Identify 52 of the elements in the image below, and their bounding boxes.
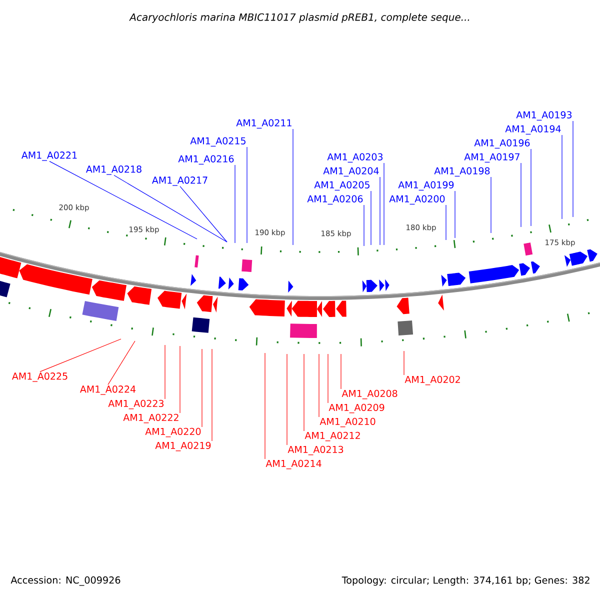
gene-label: AM1_A0193 — [516, 111, 572, 121]
gene-label: AM1_A0225 — [12, 372, 68, 382]
gene-label: AM1_A0222 — [123, 414, 178, 424]
leader-line — [530, 148, 532, 226]
gene-label: AM1_A0223 — [108, 400, 164, 410]
leader-line — [454, 190, 456, 238]
gene-label: AM1_A0219 — [155, 442, 211, 452]
gene-label: AM1_A0200 — [389, 195, 445, 205]
gene-label: AM1_A0216 — [178, 155, 234, 165]
gene-label: AM1_A0206 — [307, 195, 363, 205]
gene-label: AM1_A0212 — [304, 432, 360, 442]
leader-line — [286, 354, 288, 446]
leader-line — [264, 352, 266, 460]
leader-line — [164, 344, 166, 400]
leader-line — [114, 175, 228, 242]
gene-label: AM1_A0217 — [152, 176, 208, 186]
gene-label: AM1_A0199 — [398, 181, 454, 191]
leader-line — [572, 120, 574, 218]
gene-label: AM1_A0215 — [190, 137, 246, 147]
leader-line — [49, 161, 198, 240]
gene-label: AM1_A0194 — [505, 125, 561, 135]
leader-line — [292, 128, 294, 246]
leader-line — [40, 338, 122, 372]
leader-line — [370, 190, 372, 246]
gene-label: AM1_A0203 — [327, 153, 383, 163]
gene-label: AM1_A0209 — [328, 404, 384, 414]
gene-label: AM1_A0205 — [314, 181, 370, 191]
leader-line — [180, 186, 228, 242]
leader-line — [246, 146, 248, 244]
gene-label: AM1_A0221 — [22, 152, 77, 161]
gene-label: AM1_A0214 — [266, 460, 322, 470]
leader-line — [490, 176, 492, 234]
gene-label: AM1_A0218 — [86, 166, 142, 175]
gene-label: AM1_A0210 — [320, 418, 376, 428]
gene-label: AM1_A0213 — [288, 446, 344, 456]
gene-label: AM1_A0211 — [236, 119, 292, 129]
gene-label: AM1_A0198 — [434, 167, 490, 177]
leader-line — [318, 354, 320, 418]
gene-label: AM1_A0197 — [464, 153, 520, 163]
footer-text: Topology: circular; Length: 374,161 bp; Genes: 382 — [342, 576, 590, 586]
leader-line — [234, 164, 236, 244]
gene-label: AM1_A0196 — [474, 139, 530, 149]
leader-line — [520, 162, 522, 228]
leader-line — [108, 340, 136, 385]
gene-label: AM1_A0220 — [145, 428, 201, 438]
leader-line — [340, 354, 342, 390]
footer-text: Accession: NC_009926 — [10, 576, 120, 586]
title: Acaryochloris marina MBIC11017 plasmid pREB1, complete seque... — [129, 13, 470, 23]
gene-label: AM1_A0202 — [404, 376, 460, 386]
gene-label: AM1_A0208 — [342, 390, 398, 400]
gene-label: AM1_A0224 — [80, 386, 136, 395]
gene-label: AM1_A0204 — [323, 167, 379, 177]
